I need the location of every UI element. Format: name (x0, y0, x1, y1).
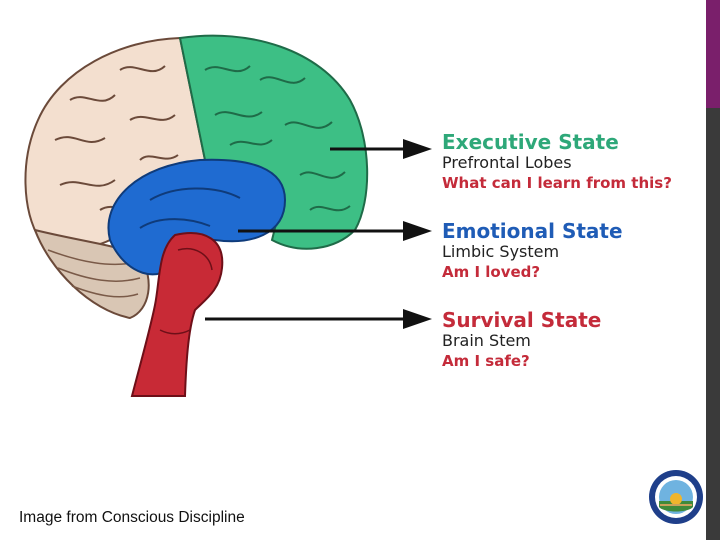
image-credit-caption: Image from Conscious Discipline (19, 509, 245, 526)
arrow-survival (205, 309, 432, 329)
emotional-label-group: Emotional State Limbic System Am I loved… (442, 220, 623, 282)
executive-title: Executive State (442, 130, 619, 154)
right-edge-bar (706, 0, 720, 540)
emotional-system: Limbic System (442, 242, 560, 261)
arrow-executive (330, 139, 432, 159)
executive-system: Prefrontal Lobes (442, 153, 572, 172)
executive-question: What can I learn from this? (442, 174, 672, 192)
survival-system: Brain Stem (442, 331, 531, 350)
right-edge-accent (706, 0, 720, 108)
emotional-question: Am I loved? (442, 263, 541, 281)
emotional-title: Emotional State (442, 219, 623, 243)
school-seal-logo (649, 470, 703, 524)
limbic-folds (139, 187, 241, 229)
executive-label-group: Executive State Prefrontal Lobes What ca… (442, 131, 672, 193)
arrow-emotional (238, 221, 432, 241)
brainstem-lines (159, 248, 213, 335)
prefrontal-folds (204, 65, 351, 212)
brainstem-region (130, 232, 224, 397)
survival-question: Am I safe? (442, 352, 530, 370)
survival-title: Survival State (442, 308, 602, 332)
survival-label-group: Survival State Brain Stem Am I safe? (442, 309, 601, 371)
